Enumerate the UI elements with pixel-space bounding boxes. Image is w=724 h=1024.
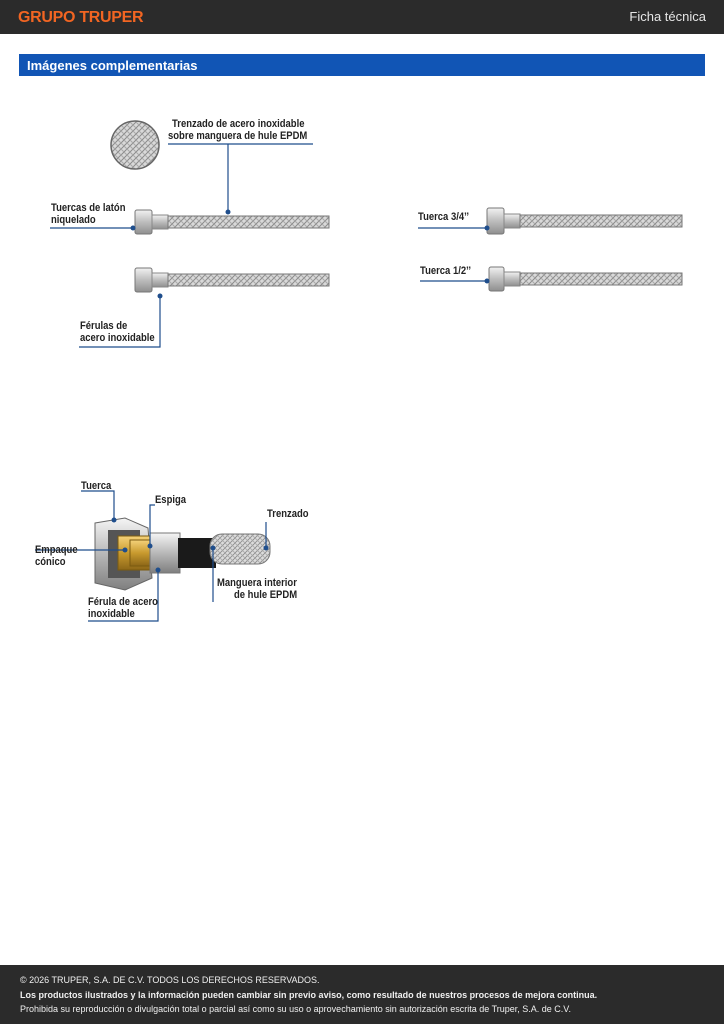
brass-nuts-label-line1: Tuercas de latón bbox=[51, 202, 126, 214]
nut-sizes-figure: Tuerca 3/4’’ Tuerca 1/2’’ bbox=[415, 200, 685, 300]
hose-materials-figure: Trenzado de acero inoxidable sobre mangu… bbox=[40, 110, 340, 360]
inner-hose-label-line1: Manguera interior bbox=[217, 577, 297, 589]
footer-prohibition: Prohibida su reproducción o divulgación … bbox=[20, 1004, 571, 1014]
page-footer: © 2026 TRUPER, S.A. DE C.V. TODOS LOS DE… bbox=[0, 965, 724, 1024]
nut-sizes-illustration bbox=[418, 207, 683, 292]
conical-gasket-label-line1: Empaque bbox=[35, 544, 78, 556]
brass-nuts-label-line2: niquelado bbox=[51, 214, 96, 226]
nut-half-inch-label: Tuerca 1/2’’ bbox=[420, 265, 472, 277]
ferrules-label-line1: Férulas de bbox=[80, 320, 128, 332]
document-type-title: Ficha técnica bbox=[629, 9, 706, 24]
steel-ferrule-label-line2: inoxidable bbox=[88, 608, 135, 620]
braided-steel-label-line2: sobre manguera de hule EPDM bbox=[168, 130, 308, 142]
nut-part-label: Tuerca bbox=[81, 480, 112, 492]
cross-section-figure: Tuerca Espiga Trenzado Empaque cónico Ma… bbox=[30, 478, 320, 628]
footer-copyright: © 2026 TRUPER, S.A. DE C.V. TODOS LOS DE… bbox=[20, 975, 320, 985]
footer-notice: Los productos ilustrados y la informació… bbox=[20, 990, 598, 1000]
inner-hose-label-line2: de hule EPDM bbox=[234, 589, 298, 601]
cross-section-illustration bbox=[35, 490, 271, 622]
spigot-part-label: Espiga bbox=[155, 494, 187, 506]
section-title: Imágenes complementarias bbox=[27, 58, 198, 73]
braid-part-label: Trenzado bbox=[267, 508, 309, 520]
hose-materials-illustration bbox=[50, 120, 330, 348]
section-header-bar: Imágenes complementarias bbox=[19, 54, 705, 76]
steel-ferrule-label-line1: Férula de acero bbox=[88, 596, 158, 608]
top-header: GRUPO TRUPER Ficha técnica bbox=[0, 0, 724, 34]
ferrules-label-line2: acero inoxidable bbox=[80, 332, 155, 344]
braided-steel-label-line1: Trenzado de acero inoxidable bbox=[172, 118, 305, 130]
nut-three-quarter-label: Tuerca 3/4’’ bbox=[418, 211, 470, 223]
conical-gasket-label-line2: cónico bbox=[35, 556, 66, 568]
grupo-truper-logo: GRUPO TRUPER bbox=[18, 9, 144, 26]
